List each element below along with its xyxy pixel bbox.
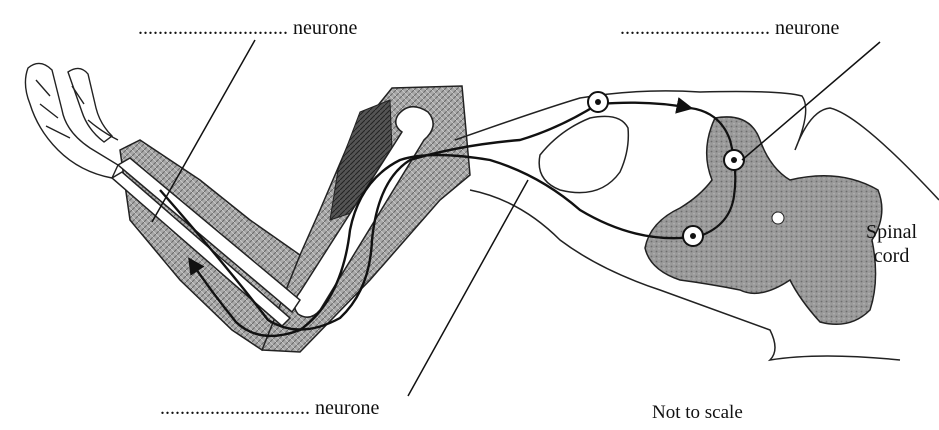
cell-body-relay [724,150,744,170]
label-word: neurone [293,17,357,39]
label-top-left-neurone: .............................. neurone [138,18,357,38]
central-canal [772,212,784,224]
cell-body-sensory [588,92,608,112]
label-word: neurone [775,17,839,39]
cell-body-motor [683,226,703,246]
label-bottom-neurone: .............................. neurone [160,398,379,418]
scale-note: Not to scale [652,403,743,422]
hand-bones [25,63,118,178]
label-blank: .............................. [138,17,288,39]
label-spinal-cord: Spinal cord [866,220,917,268]
label-spinal-line2: cord [866,244,917,268]
label-word: neurone [315,397,379,419]
label-blank: .............................. [620,17,770,39]
label-top-right-neurone: .............................. neurone [620,18,839,38]
label-spinal-line1: Spinal [866,220,917,244]
grey-matter [645,117,882,324]
leader-line-top-right [742,42,880,160]
label-blank: .............................. [160,397,310,419]
